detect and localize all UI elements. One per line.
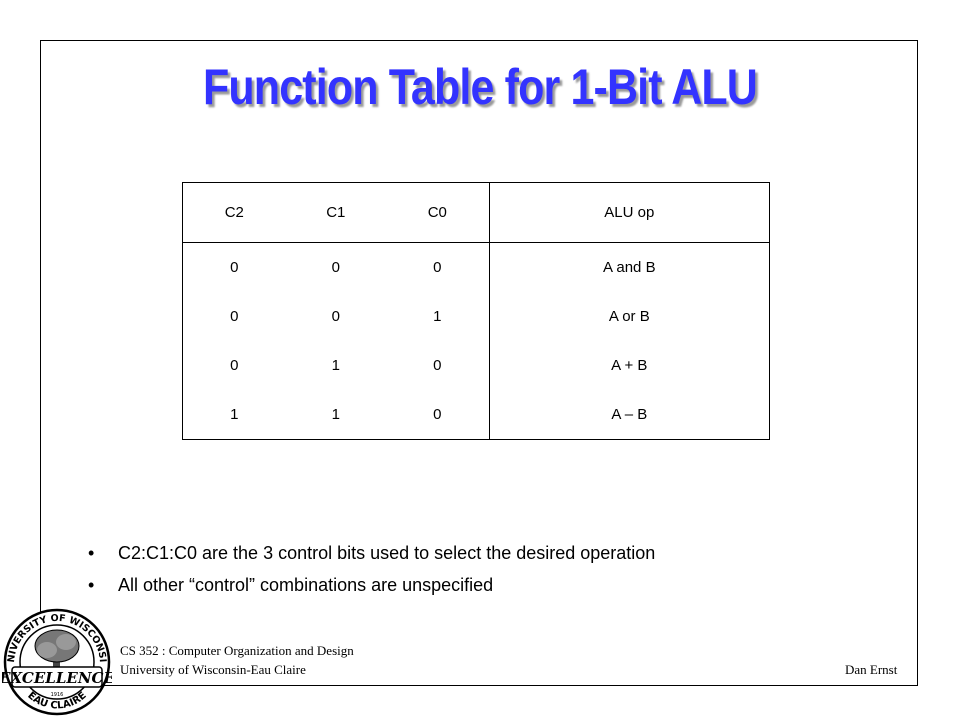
footer-university: University of Wisconsin-Eau Claire: [120, 662, 306, 677]
header-c2: C2: [182, 182, 286, 243]
table-header-row: C2 C1 C0 ALU op: [182, 182, 770, 243]
header-c1: C1: [285, 182, 387, 243]
seal-banner-icon: [11, 666, 103, 688]
alu-function-table: C2 C1 C0 ALU op 0 0 0 A and B 0 0 1 A or…: [182, 182, 770, 440]
slide-frame: [40, 40, 918, 686]
cell-alu-op: A + B: [488, 341, 770, 390]
cell-c1: 0: [331, 308, 340, 325]
table-row: 0 0 0 A and B: [183, 242, 770, 292]
cell-c1: 0: [331, 259, 340, 276]
seal-year-text: 1916: [51, 692, 64, 698]
header-c0: C0: [386, 182, 490, 243]
cell-alu-op: A – B: [488, 390, 770, 440]
cell-c0: 0: [433, 357, 442, 374]
slide-title: Function Table for 1-Bit ALU: [202, 59, 758, 115]
bullet-text: All other “control” combinations are uns…: [118, 575, 494, 595]
bullet-marker: •: [88, 575, 95, 595]
header-alu-op: ALU op: [488, 182, 770, 243]
cell-c1: 1: [331, 406, 340, 423]
cell-alu-op: A or B: [488, 292, 770, 341]
cell-c2: 0: [230, 357, 239, 374]
table-row: 0 1 0 A + B: [183, 341, 770, 390]
cell-alu-op: A and B: [488, 242, 770, 292]
footer-author: Dan Ernst: [845, 662, 898, 677]
cell-c2: 0: [230, 259, 239, 276]
table-row: 0 0 1 A or B: [183, 292, 770, 341]
bullet-item: • C2:C1:C0 are the 3 control bits used to…: [88, 540, 655, 572]
bullet-text: C2:C1:C0 are the 3 control bits used to …: [118, 543, 656, 563]
bullet-marker: •: [88, 543, 95, 563]
cell-c0: 1: [433, 308, 442, 325]
table-row: 1 1 0 A – B: [183, 390, 770, 440]
seal-banner-text: EXCELLENCE: [2, 669, 112, 687]
university-seal-logo: UNIVERSITY OF WISCONSIN EAU CLAIRE EXCEL…: [2, 604, 112, 716]
cell-c0: 0: [433, 406, 442, 423]
cell-c2: 1: [230, 406, 239, 423]
cell-c1: 1: [331, 357, 340, 374]
bullet-item: • All other “control” combinations are un…: [88, 572, 655, 604]
cell-c2: 0: [230, 308, 239, 325]
bullet-list: • C2:C1:C0 are the 3 control bits used to…: [88, 540, 655, 604]
footer-course: CS 352 : Computer Organization and Desig…: [120, 643, 354, 658]
cell-c0: 0: [433, 259, 442, 276]
